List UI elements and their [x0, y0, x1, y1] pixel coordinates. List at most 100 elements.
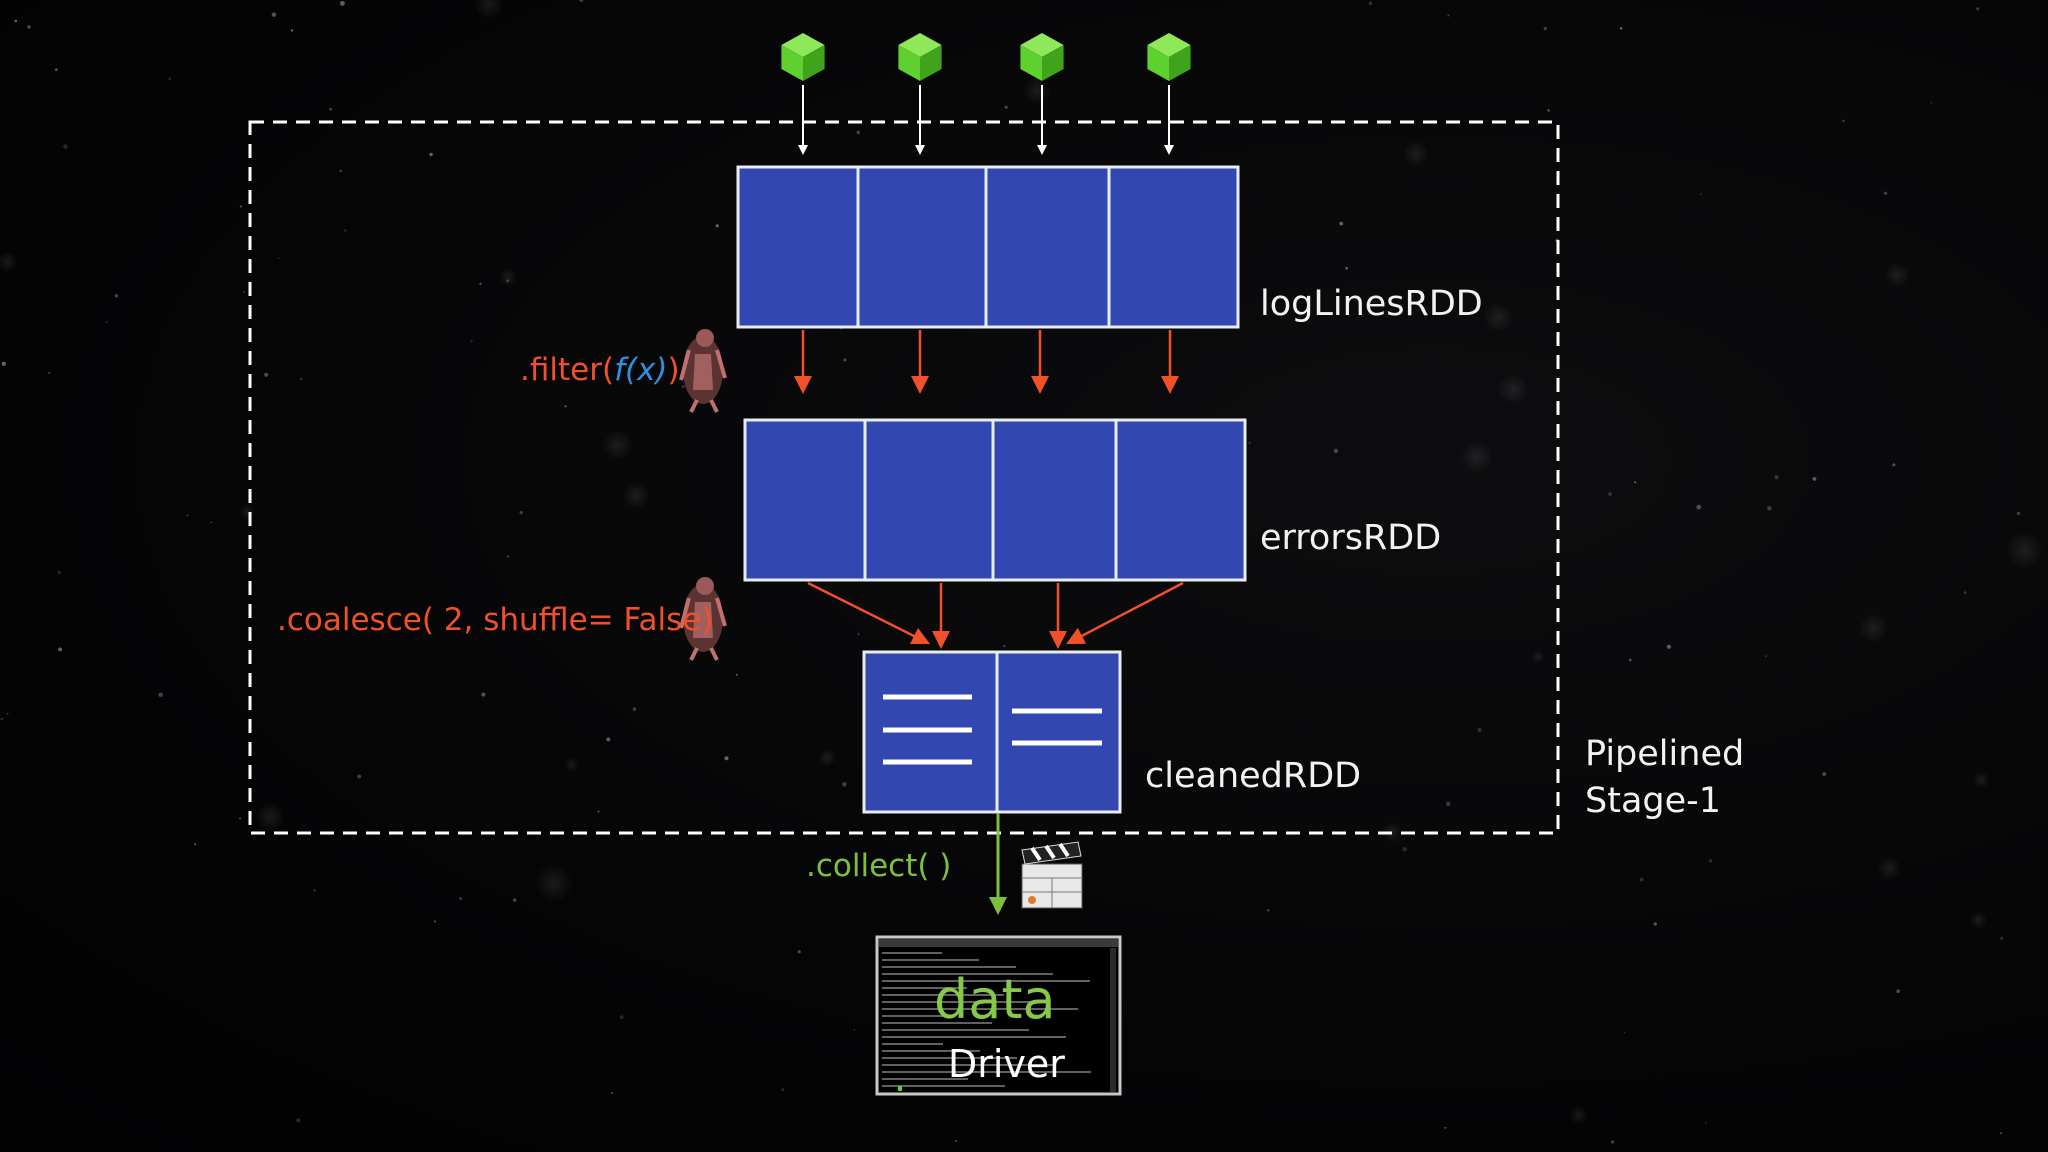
- star: [1531, 650, 1545, 664]
- terminal-text-line: [882, 952, 942, 954]
- terminal-text-line: [882, 1015, 955, 1017]
- star: [1339, 221, 1344, 226]
- star: [1619, 27, 1623, 30]
- terminal-text-line: [882, 1085, 1005, 1087]
- star: [1368, 1, 1373, 6]
- star: [843, 358, 847, 362]
- star: [239, 205, 243, 208]
- star: [1822, 772, 1827, 777]
- star: [210, 521, 213, 524]
- star: [1345, 266, 1348, 270]
- star: [194, 843, 197, 846]
- star: [429, 152, 433, 157]
- rdd-partition: [856, 165, 988, 329]
- star: [1608, 492, 1613, 496]
- star: [340, 1, 345, 6]
- loglines-rdd: [736, 165, 1240, 329]
- terminal-text-line: [882, 1064, 1054, 1066]
- star: [1842, 119, 1845, 123]
- star: [114, 294, 119, 298]
- star: [564, 405, 567, 408]
- filter-prefix: .filter(: [520, 352, 615, 388]
- star: [622, 481, 650, 510]
- star: [1623, 1031, 1626, 1034]
- star: [534, 863, 574, 903]
- star: [715, 224, 719, 228]
- star: [1976, 7, 1980, 11]
- star: [63, 144, 68, 149]
- star: [313, 888, 316, 892]
- terminal-text-line: [882, 1071, 1091, 1073]
- terminal-text-line: [882, 987, 967, 989]
- star: [1497, 373, 1530, 406]
- star: [681, 384, 685, 389]
- star: [632, 707, 637, 711]
- collect-operation-label: .collect( ): [806, 848, 952, 884]
- star: [1696, 504, 1702, 510]
- rdd-partition: [1107, 165, 1240, 329]
- star: [856, 130, 861, 135]
- star: [264, 372, 269, 377]
- rdd-partition: [984, 165, 1111, 329]
- star: [1308, 307, 1310, 310]
- star: [290, 29, 294, 32]
- coalesce-arrows: [807, 581, 1184, 649]
- terminal-text-line: [882, 1001, 1041, 1003]
- spark-shell-terminal-icon: [875, 935, 1122, 1096]
- star: [797, 950, 801, 954]
- star: [1628, 658, 1632, 662]
- rdd-partition: [863, 418, 995, 582]
- terminal-text-line: [882, 1008, 1078, 1010]
- coalesce-operation-label: .coalesce( 2, shuffle= False): [277, 602, 714, 638]
- driver-label: Driver: [948, 1042, 1065, 1086]
- star: [519, 510, 523, 515]
- loglines-rdd-label: logLinesRDD: [1260, 284, 1483, 324]
- star: [1543, 26, 1548, 31]
- star: [1883, 191, 1888, 195]
- star: [1004, 105, 1008, 109]
- terminal-text-line: [882, 980, 1090, 982]
- star: [1666, 644, 1671, 649]
- star: [105, 321, 108, 323]
- star: [1611, 1140, 1615, 1144]
- star: [479, 282, 482, 285]
- terminal-cursor: [898, 1086, 902, 1091]
- star: [498, 267, 518, 287]
- star: [1402, 847, 1407, 852]
- terminal-text-line: [882, 1078, 968, 1080]
- star: [433, 920, 436, 923]
- star: [481, 692, 486, 697]
- hdfs-block-icon: [1020, 33, 1064, 81]
- cleaned-rdd-label: cleanedRDD: [1145, 756, 1362, 796]
- star: [1765, 655, 1767, 658]
- terminal-text-line: [882, 1029, 1029, 1031]
- terminal-text-line: [882, 1057, 1017, 1059]
- filter-function: f(x): [614, 352, 668, 388]
- star: [1876, 856, 1902, 881]
- star: [1858, 613, 1889, 643]
- star: [1267, 909, 1270, 912]
- hdfs-block-icon: [898, 33, 942, 81]
- star: [1547, 109, 1550, 112]
- star: [606, 737, 611, 742]
- star: [1022, 76, 1052, 105]
- star: [158, 692, 163, 697]
- star: [579, 0, 584, 2]
- star: [1333, 448, 1338, 453]
- star: [853, 1029, 856, 1031]
- stage-label: Pipelined Stage-1: [1585, 731, 1744, 825]
- star: [610, 1092, 613, 1095]
- rdd-partition: [995, 650, 1122, 814]
- star: [1003, 644, 1006, 648]
- star: [1569, 1106, 1589, 1125]
- star: [239, 817, 242, 820]
- errors-rdd-label: errorsRDD: [1260, 518, 1442, 558]
- stage-label-line1: Pipelined: [1585, 734, 1745, 774]
- star: [597, 810, 600, 813]
- filter-suffix: ): [667, 352, 680, 388]
- star: [470, 340, 473, 343]
- rdd-partition: [743, 418, 867, 582]
- star: [1969, 910, 1988, 930]
- star: [0, 250, 18, 273]
